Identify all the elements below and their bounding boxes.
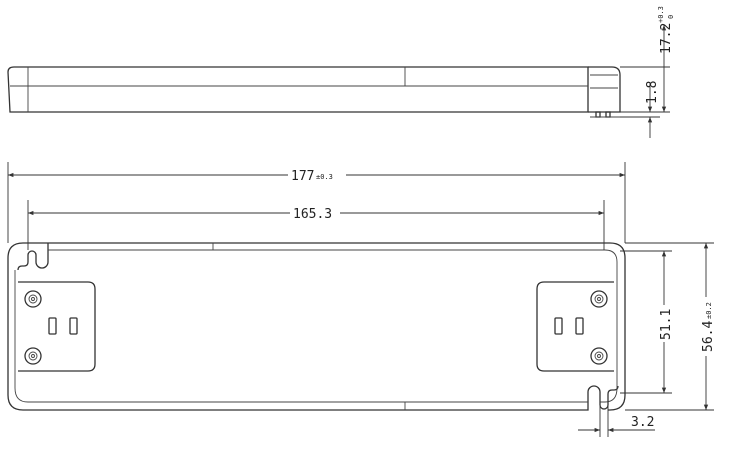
height-tol-lower: 0 bbox=[667, 15, 675, 19]
slot-width-value: 3.2 bbox=[631, 415, 654, 430]
hole-spacing-width-value: 51.1 bbox=[659, 309, 674, 340]
hole-spacing-width-dimension: 51.1 bbox=[620, 250, 674, 394]
total-length-value: 177 bbox=[291, 169, 314, 184]
foot-height-dimension: 1.8 bbox=[620, 81, 660, 138]
slot-width-dimension: 3.2 bbox=[578, 398, 655, 437]
hole-spacing-length-value: 165.3 bbox=[293, 207, 332, 222]
height-dimension: 17.2 +0.3 0 bbox=[620, 6, 675, 113]
top-view bbox=[7, 242, 626, 411]
hole-spacing-length-dimension: 165.3 bbox=[27, 200, 605, 250]
side-view bbox=[7, 66, 621, 118]
total-width-value: 56.4 bbox=[701, 321, 716, 352]
total-length-dimension: 177 ±0.3 bbox=[7, 162, 626, 243]
total-width-dimension: 56.4 ±0.2 bbox=[625, 242, 716, 411]
height-value: 17.2 bbox=[659, 23, 674, 54]
height-tol-upper: +0.3 bbox=[657, 6, 665, 23]
foot-height-value: 1.8 bbox=[645, 81, 660, 104]
total-width-tolerance: ±0.2 bbox=[705, 302, 713, 319]
total-length-tolerance: ±0.3 bbox=[316, 173, 333, 181]
